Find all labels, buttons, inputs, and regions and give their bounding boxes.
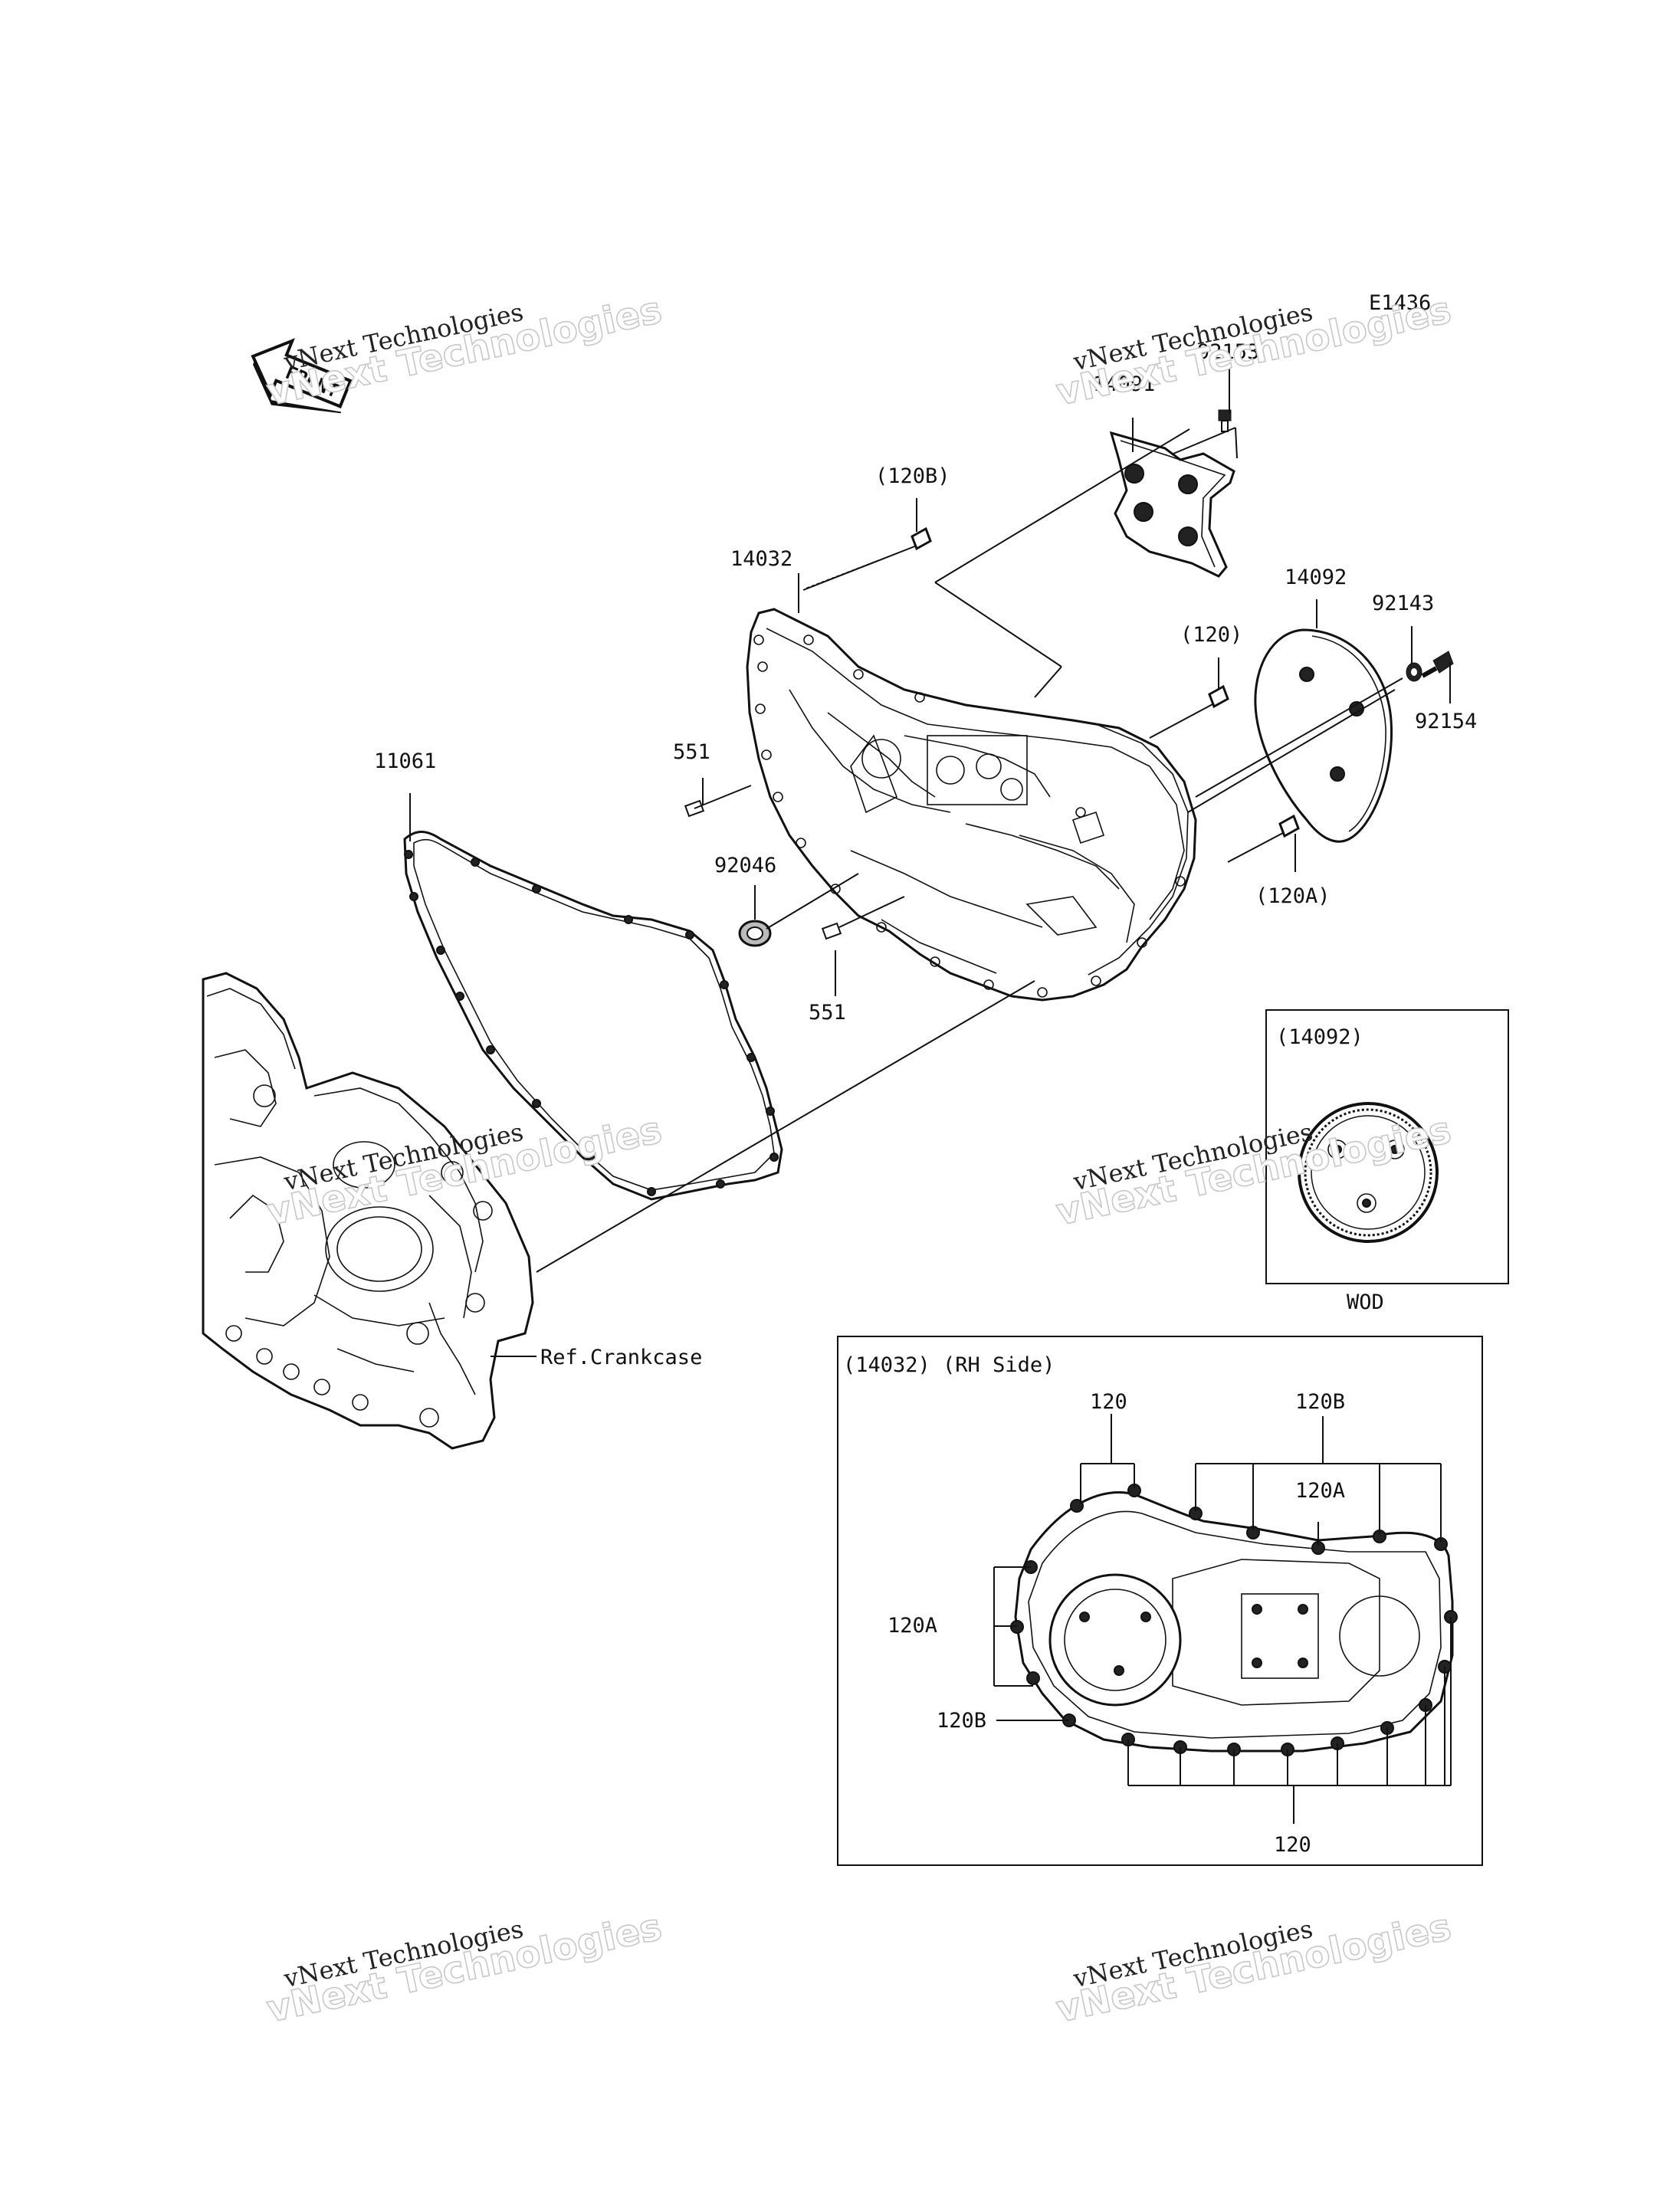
washer-92143 <box>1406 662 1422 682</box>
callout-14091: 14091 <box>1093 372 1155 396</box>
inset-rh-title: (14032) (RH Side) <box>843 1353 1055 1377</box>
watermark-5: vNext Technologies vNext Technologies <box>263 1905 666 2031</box>
inset-wod-title: (14092) <box>1276 1025 1363 1049</box>
bolt-120A <box>1227 814 1300 863</box>
callout-92046: 92046 <box>714 854 776 877</box>
watermark-1: vNext Technologies vNext Technologies <box>263 288 666 415</box>
watermark-6: vNext Technologies vNext Technologies <box>1052 1905 1455 2031</box>
leader-lines <box>409 368 1451 1357</box>
gasket-11061 <box>403 831 783 1201</box>
crankcase-bolt-holes <box>225 1084 493 1428</box>
callout-120B: (120B) <box>875 464 950 488</box>
callout-14032: 14032 <box>730 547 792 571</box>
bracket-14091 <box>1109 431 1235 578</box>
inset-14032-rh-side: (14032) (RH Side) <box>837 1336 1483 1866</box>
callout-92153: 92153 <box>1197 340 1259 364</box>
rh-label-120-bottom: 120 <box>1274 1833 1311 1857</box>
callout-92143: 92143 <box>1372 592 1434 615</box>
rh-label-120A-top: 120A <box>1295 1479 1345 1503</box>
rh-label-120-top: 120 <box>1090 1390 1127 1414</box>
clutch-cover-cap-14092 <box>1254 628 1393 843</box>
callout-ref-crankcase: Ref.Crankcase <box>540 1346 702 1369</box>
crankcase <box>202 972 534 1450</box>
callout-551-top: 551 <box>673 740 710 764</box>
diagram-id: E1436 <box>1369 291 1431 315</box>
callout-92154: 92154 <box>1415 710 1477 733</box>
callout-120A: (120A) <box>1255 884 1331 908</box>
rh-label-120B-left: 120B <box>937 1709 986 1733</box>
cover-bolt-holes <box>753 635 1186 998</box>
inset-14092-wod: (14092) WOD <box>1265 1009 1509 1314</box>
callout-14092: 14092 <box>1285 566 1347 589</box>
inset-wod-caption: WOD <box>1347 1290 1384 1314</box>
bolt-120B <box>802 526 932 591</box>
gasket-holes <box>404 850 779 1196</box>
rh-label-120B-top: 120B <box>1295 1390 1345 1414</box>
front-arrow-icon: FRONT <box>251 338 353 414</box>
bolt-120 <box>1160 684 1229 733</box>
clutch-cover-14032 <box>746 608 1197 1002</box>
callout-551-bottom: 551 <box>809 1001 846 1025</box>
bolt-92153 <box>1218 409 1232 432</box>
bolt-92154 <box>1421 651 1454 678</box>
rh-label-120A-left: 120A <box>888 1614 937 1638</box>
dowel-551-bottom <box>821 922 842 940</box>
callout-11061: 11061 <box>374 749 436 773</box>
callout-120: (120) <box>1180 623 1242 647</box>
seal-92046 <box>738 920 772 947</box>
